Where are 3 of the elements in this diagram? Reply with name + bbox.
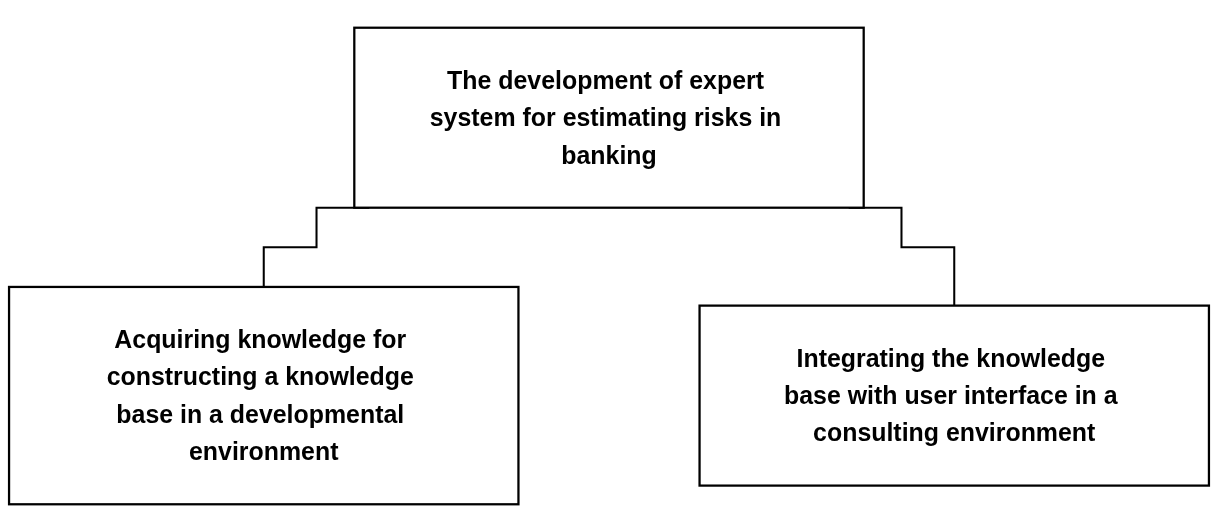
node-box: The development of expert system for estimating risks in banking — [353, 26, 865, 209]
node-box: Integrating the knowledge base with user interface in a consulting environment — [698, 304, 1211, 487]
node-box: Acquiring knowledge for constructing a knowledge base in a developmental environment — [7, 285, 520, 506]
